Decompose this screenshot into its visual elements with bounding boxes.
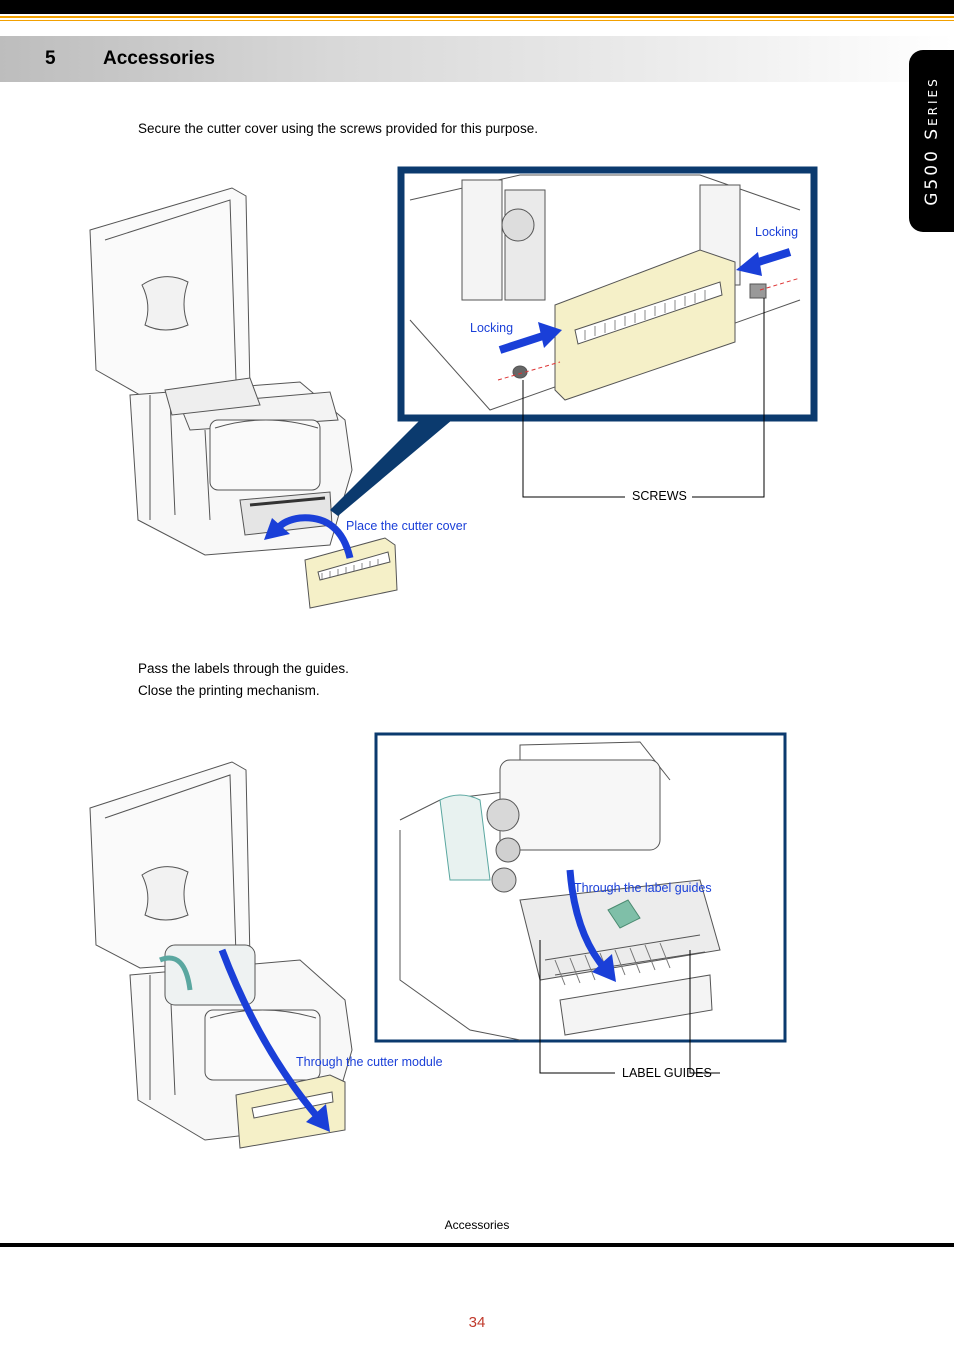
locking-label-right: Locking: [755, 225, 799, 239]
series-tab-label: G500 Series: [921, 76, 942, 206]
step2-instruction-1: Pass the labels through the guides.: [138, 661, 349, 676]
step1-instruction: Secure the cutter cover using the screws…: [138, 121, 538, 136]
screws-label: SCREWS: [632, 489, 687, 503]
label-path-illustration: [89, 732, 787, 1149]
page-number: 34: [468, 1314, 486, 1331]
section-title: Accessories: [103, 48, 215, 69]
cutter-cover-illustration: [89, 166, 818, 609]
header-stripe: [0, 16, 954, 18]
locking-label-left: Locking: [470, 321, 514, 335]
header-bar: [0, 0, 954, 14]
label-guides-label: LABEL GUIDES: [622, 1066, 712, 1080]
place-cover-label: Place the cutter cover: [346, 519, 467, 533]
through-cutter-label: Through the cutter module: [296, 1055, 443, 1069]
footer-chapter: Accessories: [444, 1218, 510, 1232]
series-tab: G500 Series: [909, 50, 954, 232]
header-stripe-thin: [0, 20, 954, 21]
section-number: 5: [45, 48, 56, 69]
step2-instruction-2: Close the printing mechanism.: [138, 683, 320, 698]
through-label-guides-label: Through the label guides: [574, 881, 712, 895]
footer-rule: [0, 1243, 954, 1247]
section-header-band: [0, 36, 954, 82]
